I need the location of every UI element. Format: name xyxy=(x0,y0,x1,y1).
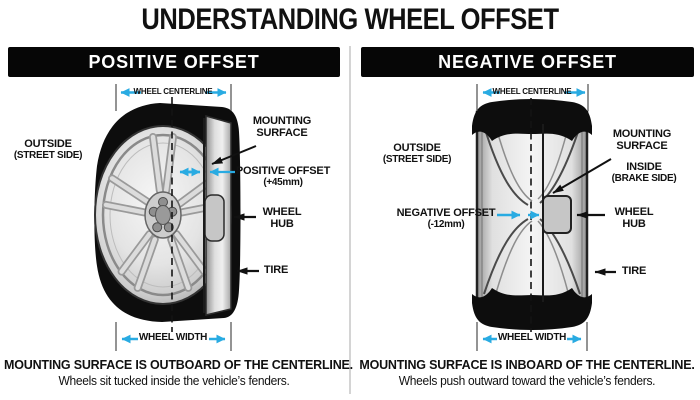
tire-label: TIRE xyxy=(621,265,647,277)
panel-header-label: POSITIVE OFFSET xyxy=(88,51,260,72)
mounting-surface-label: MOUNTING SURFACE xyxy=(252,115,312,139)
outside-label: OUTSIDE (STREET SIDE) xyxy=(382,142,452,165)
tire-bottom-section xyxy=(472,288,592,330)
outside-label: OUTSIDE (STREET SIDE) xyxy=(13,138,83,161)
caption-bold: MOUNTING SURFACE IS OUTBOARD OF THE CENT… xyxy=(4,358,353,372)
caption-text: Wheels sit tucked inside the vehicle’s f… xyxy=(58,374,290,388)
negative-panel-arrows xyxy=(476,84,616,351)
wheel-width-label: WHEEL WIDTH xyxy=(497,332,567,343)
panel-header-negative: NEGATIVE OFFSET xyxy=(361,47,694,77)
wheel-hub-label: WHEEL HUB xyxy=(614,206,654,230)
centerline-label: WHEEL CENTERLINE xyxy=(133,87,213,96)
caption-bold: MOUNTING SURFACE IS INBOARD OF THE CENTE… xyxy=(359,358,695,372)
inside-label: INSIDE (BRAKE SIDE) xyxy=(611,161,677,184)
positive-wheel-illustration xyxy=(94,97,241,332)
centerline-label: WHEEL CENTERLINE xyxy=(492,87,572,96)
panel-divider xyxy=(349,46,351,394)
offset-label: POSITIVE OFFSET (+45mm) xyxy=(235,165,331,188)
panel-header-positive: POSITIVE OFFSET xyxy=(8,47,340,77)
wheel-spokes xyxy=(103,134,223,291)
tire-label: TIRE xyxy=(263,264,289,276)
lug-holes xyxy=(148,197,178,233)
wheel-hub-label: WHEEL HUB xyxy=(262,206,302,230)
mounting-surface-pointer-icon xyxy=(211,145,257,165)
spoke-cross-section-inner xyxy=(495,126,569,294)
wheel-width-label: WHEEL WIDTH xyxy=(138,332,208,343)
caption-text: Wheels push outward toward the vehicle’s… xyxy=(398,374,656,388)
wheel-hub-shape xyxy=(542,195,572,234)
wheel-hub-shape xyxy=(204,194,225,242)
positive-panel-arrows xyxy=(115,84,259,351)
mounting-surface-pointer-icon xyxy=(552,158,612,194)
panel-header-label: NEGATIVE OFFSET xyxy=(438,51,617,72)
page-title: UNDERSTANDING WHEEL OFFSET xyxy=(141,3,559,36)
mounting-surface-label: MOUNTING SURFACE xyxy=(612,128,672,152)
offset-label: NEGATIVE OFFSET (-12mm) xyxy=(396,207,496,230)
tire-top-section xyxy=(472,99,592,141)
